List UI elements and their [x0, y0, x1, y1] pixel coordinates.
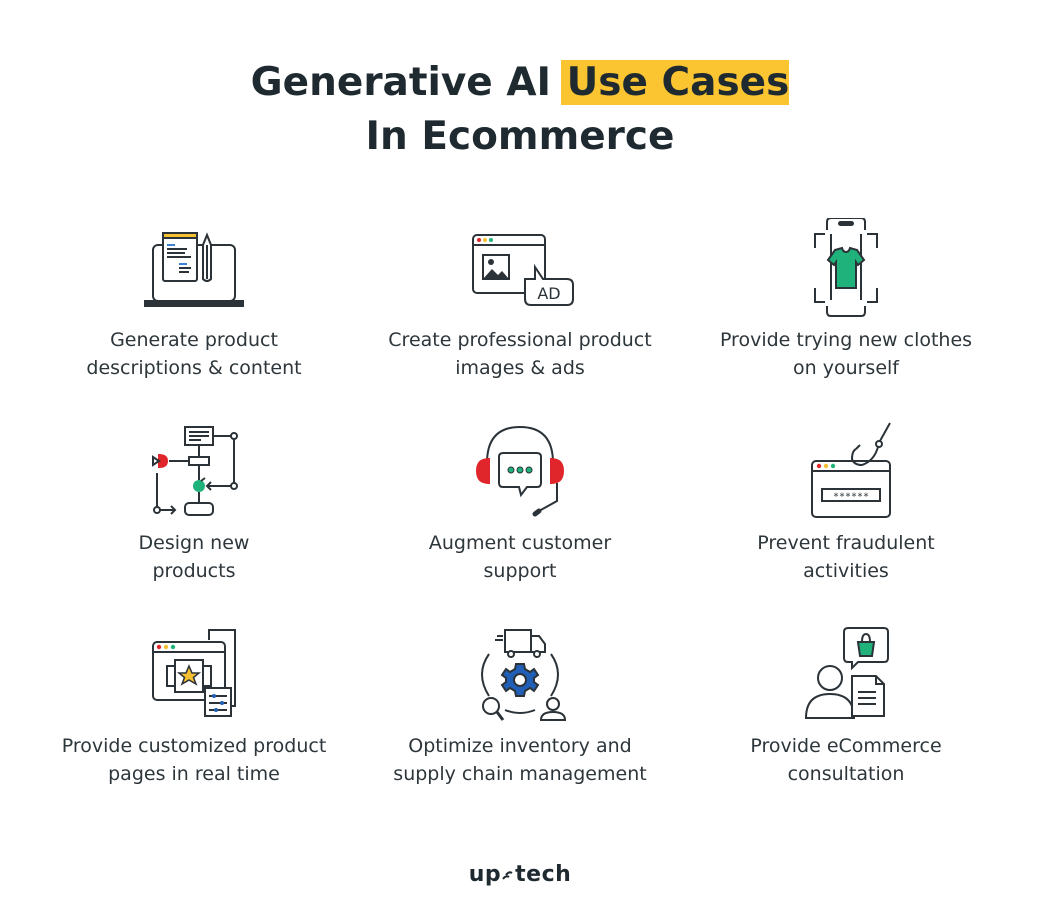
truck-gear-cycle-icon [450, 624, 590, 724]
phone-tshirt-scan-icon [776, 218, 916, 318]
use-case-inventory-supply-chain: Optimize inventory and supply chain mana… [360, 624, 680, 788]
browser-image-ad-icon: AD [450, 218, 590, 318]
title-line-2: In Ecommerce [365, 114, 675, 159]
use-case-ecommerce-consultation: Provide eCommerce consultation [686, 624, 1006, 788]
svg-text:AD: AD [537, 284, 560, 303]
page-title: Generative AI Use Cases In Ecommerce [0, 56, 1040, 164]
use-case-label: Augment customer support [428, 532, 612, 582]
flowchart-design-icon [124, 421, 264, 521]
use-case-product-images-ads: AD Create professional product images & … [360, 218, 680, 382]
laptop-document-pencil-icon [124, 218, 264, 318]
logo-text-right: tech [515, 862, 572, 887]
use-case-customized-pages: Provide customized product pages in real… [34, 624, 354, 788]
browser-star-settings-icon [124, 624, 264, 724]
use-case-customer-support: Augment customer support [360, 421, 680, 585]
svg-text:******: ****** [833, 492, 869, 503]
use-case-label: Generate product descriptions & content [86, 329, 302, 379]
use-case-label: Create professional product images & ads [388, 329, 652, 379]
use-case-label: Optimize inventory and supply chain mana… [393, 735, 647, 785]
title-plain-text: Generative AI [250, 60, 552, 105]
logo-text-left: up [468, 862, 502, 887]
title-highlight: Use Cases [560, 60, 790, 105]
logo-wave-icon [502, 871, 513, 880]
use-case-label: Provide customized product pages in real… [61, 735, 327, 785]
use-case-generate-descriptions: Generate product descriptions & content [34, 218, 354, 382]
use-case-prevent-fraud: ****** Prevent fraudulent activities [686, 421, 1006, 585]
title-line-1: Generative AI Use Cases [0, 56, 1040, 110]
use-case-label: Prevent fraudulent activities [757, 532, 935, 582]
person-bag-document-icon [776, 624, 916, 724]
use-case-design-products: Design new products [34, 421, 354, 585]
headset-chat-icon [450, 421, 590, 521]
use-case-label: Provide eCommerce consultation [750, 735, 942, 785]
use-case-label: Design new products [138, 532, 250, 582]
use-case-try-clothes: Provide trying new clothes on yourself [686, 218, 1006, 382]
phishing-hook-password-icon: ****** [776, 421, 916, 521]
use-case-label: Provide trying new clothes on yourself [719, 329, 973, 379]
